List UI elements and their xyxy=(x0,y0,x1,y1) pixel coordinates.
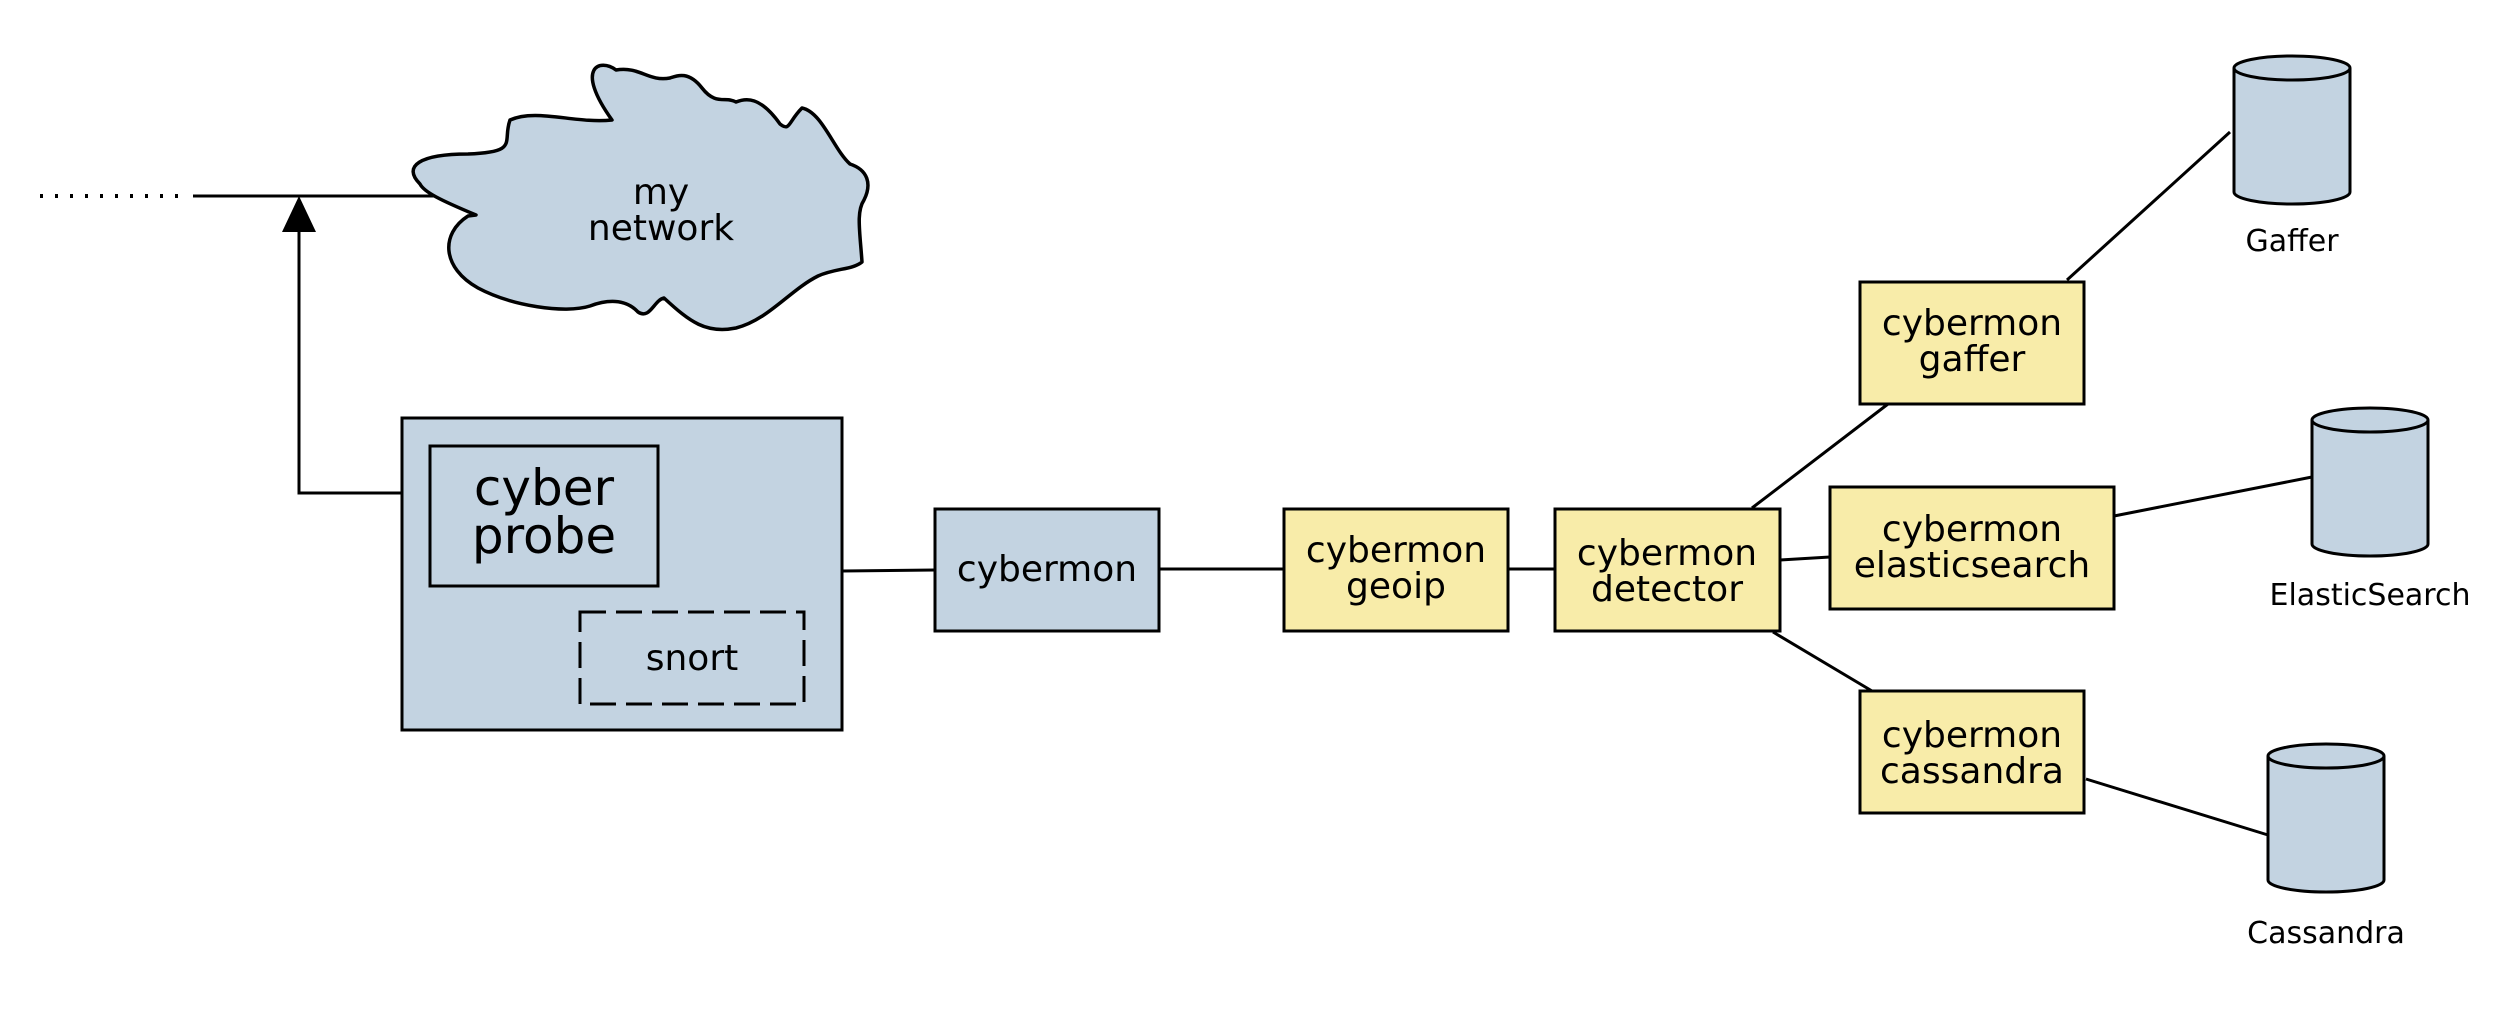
cybermon-cassandra-node: cybermon cassandra xyxy=(1858,689,2086,815)
snort-box xyxy=(578,610,806,706)
cassandra-cylinder-body xyxy=(2266,756,2386,894)
gaffer-database-icon: Gaffer xyxy=(2232,54,2352,259)
cybermon-elasticsearch-label-line2: elasticsearch xyxy=(1854,545,2090,586)
cybermon-cassandra-label-line1: cybermon xyxy=(1882,715,2062,756)
elasticsearch-db-label: ElasticSearch xyxy=(2270,578,2471,613)
cloud-shape xyxy=(411,63,870,332)
cybermon-detector-label-line2: detector xyxy=(1591,569,1743,610)
cassandra-database-icon: Cassandra xyxy=(2247,742,2405,951)
cybermon-detector-label-line1: cybermon xyxy=(1577,533,1757,574)
link-probe-cybermon xyxy=(841,568,936,573)
probe-host: cyber probe snort xyxy=(400,416,844,732)
tap-connector xyxy=(297,228,402,495)
cybermon-gaffer-label-line1: cybermon xyxy=(1882,303,2062,344)
cybermon-geoip-label-line2: geoip xyxy=(1346,566,1446,607)
cybermon-gaffer-node: cybermon gaffer xyxy=(1858,280,2086,406)
my-network-cloud: my network xyxy=(411,63,870,332)
cloud-label-line2: network xyxy=(588,208,734,249)
cybermon-elasticsearch-node: cybermon elasticsearch xyxy=(1828,485,2116,611)
link-detector-cassandra xyxy=(1772,630,1873,693)
link-cassandra-db xyxy=(2085,777,2269,837)
cybermon-geoip-label-line1: cybermon xyxy=(1306,530,1486,571)
gaffer-cylinder-top xyxy=(2232,54,2352,82)
cloud-label-line1: my xyxy=(633,172,689,213)
cybermon-box xyxy=(933,507,1161,633)
snort-label: snort xyxy=(646,638,739,679)
cybermon-detector-box xyxy=(1553,507,1782,633)
cybermon-gaffer-box xyxy=(1858,280,2086,406)
cybermon-node: cybermon xyxy=(933,507,1161,633)
cybermon-elasticsearch-box xyxy=(1828,485,2116,611)
link-detector-gaffer xyxy=(1751,402,1889,510)
cassandra-cylinder-top xyxy=(2266,742,2386,770)
cybermon-geoip-node: cybermon geoip xyxy=(1282,507,1510,633)
link-detector-elasticsearch xyxy=(1779,555,1831,562)
elasticsearch-cylinder-top xyxy=(2310,406,2430,434)
cybermon-detector-node: cybermon detector xyxy=(1553,507,1782,633)
link-elasticsearch-db xyxy=(2113,475,2313,518)
cybermon-cassandra-label-line2: cassandra xyxy=(1880,751,2064,792)
tap-arrowhead xyxy=(282,196,316,232)
cyber-probe-box xyxy=(428,444,660,588)
cyber-probe-label-line2: probe xyxy=(472,507,616,565)
gaffer-cylinder-body xyxy=(2232,68,2352,206)
cybermon-geoip-box xyxy=(1282,507,1510,633)
probe-host-box xyxy=(400,416,844,732)
cybermon-gaffer-label-line2: gaffer xyxy=(1919,339,2026,380)
cassandra-db-label: Cassandra xyxy=(2247,916,2405,951)
cybermon-cassandra-box xyxy=(1858,689,2086,815)
cyber-probe-label-line1: cyber xyxy=(474,459,615,517)
elasticsearch-database-icon: ElasticSearch xyxy=(2270,406,2471,613)
cybermon-label: cybermon xyxy=(957,549,1137,590)
elasticsearch-cylinder-body xyxy=(2310,420,2430,558)
link-gaffer-db xyxy=(2065,130,2232,282)
cybermon-elasticsearch-label-line1: cybermon xyxy=(1882,509,2062,550)
gaffer-db-label: Gaffer xyxy=(2245,224,2339,259)
